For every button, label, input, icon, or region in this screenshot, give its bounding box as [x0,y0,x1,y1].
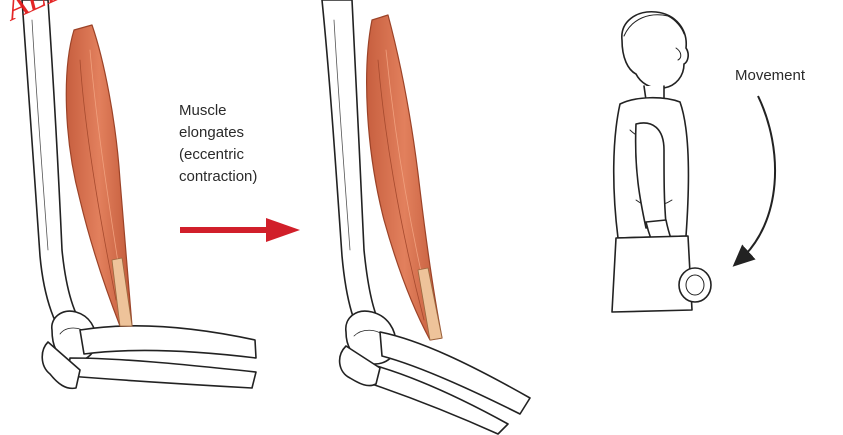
contracted-arm-illustration [22,0,256,388]
caption-line-2: elongates [179,122,257,144]
caption-line-3: (eccentric [179,144,257,166]
caption-line-1: Muscle [179,100,257,122]
red-right-arrow [180,218,300,242]
movement-label: Movement [735,67,805,84]
extended-arm-illustration [322,0,530,434]
man-lifting-dumbbell-illustration [612,12,711,312]
curved-down-arrow [740,96,775,260]
caption-line-4: contraction) [179,166,257,188]
eccentric-contraction-caption: Muscle elongates (eccentric contraction) [179,100,257,188]
